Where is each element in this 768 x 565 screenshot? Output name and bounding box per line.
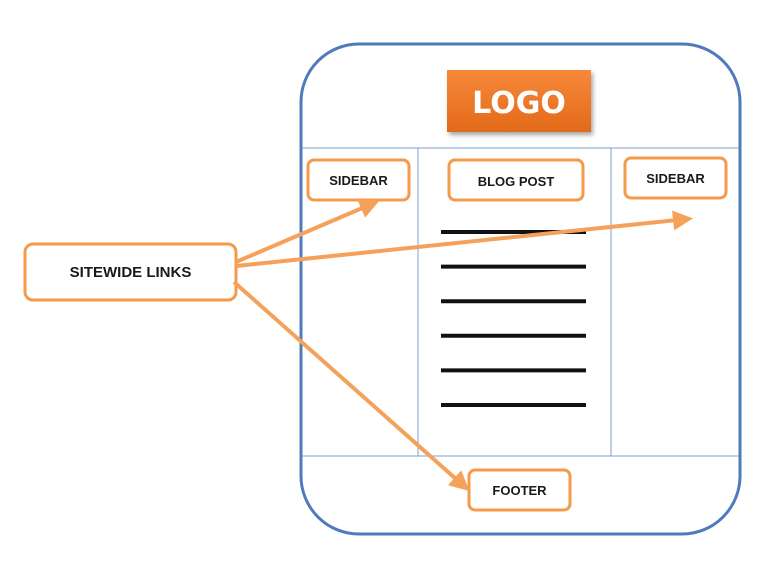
arrow-to-footer — [232, 280, 470, 491]
sidebar-left-label: SIDEBAR — [329, 173, 388, 188]
sidebar-right-box — [623, 156, 728, 200]
sidebar-right-label: SIDEBAR — [646, 171, 705, 186]
logo-label: LOGO — [472, 86, 566, 121]
sitewide-links-box — [23, 242, 238, 302]
footer-label: FOOTER — [492, 483, 547, 498]
blog-post-box — [447, 158, 585, 202]
arrow-to-right-sidebar — [235, 210, 693, 268]
blog-post-label: BLOG POST — [478, 174, 555, 189]
sitewide-links-label: SITEWIDE LINKS — [70, 264, 192, 281]
page-frame — [299, 42, 742, 536]
arrow-to-left-sidebar — [235, 199, 380, 264]
logo-box — [447, 70, 591, 132]
blog-post-text-lines — [441, 230, 586, 407]
